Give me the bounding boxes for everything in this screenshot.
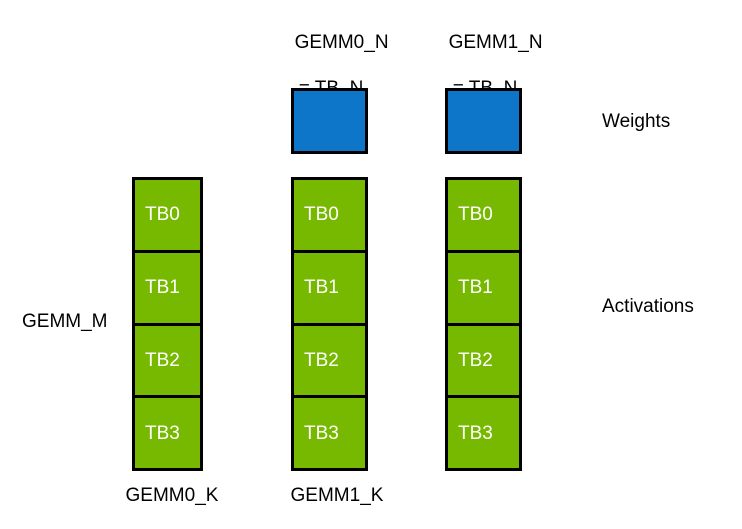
activation-cell-label: TB0: [145, 204, 180, 226]
activation-cell-label: TB1: [304, 277, 339, 299]
axis-label-gemm-m: GEMM_M: [22, 311, 108, 332]
activation-cell-label: TB3: [458, 422, 493, 444]
activation-cell: TB0: [448, 180, 519, 253]
axis-label-gemm1-k: GEMM1_K: [290, 485, 384, 506]
activation-cell-label: TB3: [145, 422, 180, 444]
activation-cell: TB2: [294, 325, 365, 399]
legend-label-weights: Weights: [602, 111, 671, 132]
axis-label-gemm0-k: GEMM0_K: [125, 485, 219, 506]
activation-cell: TB3: [135, 398, 200, 468]
activation-cell: TB0: [294, 180, 365, 253]
activation-cell-label: TB0: [304, 204, 339, 226]
activation-cell: TB3: [294, 398, 365, 468]
activation-cell-label: TB1: [458, 277, 493, 299]
activation-cell: TB1: [448, 252, 519, 326]
activation-cell: TB2: [135, 325, 200, 399]
activation-cell-label: TB0: [458, 204, 493, 226]
activation-cell-label: TB2: [304, 349, 339, 371]
activation-cell: TB2: [448, 325, 519, 399]
weights-block-gemm0: [291, 88, 368, 154]
activation-cell: TB0: [135, 180, 200, 253]
activation-cell-label: TB2: [458, 349, 493, 371]
weights-block-gemm1: [445, 88, 522, 154]
legend-label-activations: Activations: [602, 296, 694, 317]
activation-cell: TB1: [294, 252, 365, 326]
column-header-gemm0-n-line1: GEMM0_N: [294, 32, 389, 53]
activation-cell-label: TB1: [145, 277, 180, 299]
activation-cell: TB3: [448, 398, 519, 468]
activation-cell-label: TB3: [304, 422, 339, 444]
activation-cell: TB1: [135, 252, 200, 326]
column-header-gemm1-n-line1: GEMM1_N: [448, 32, 543, 53]
activation-cell-label: TB2: [145, 349, 180, 371]
